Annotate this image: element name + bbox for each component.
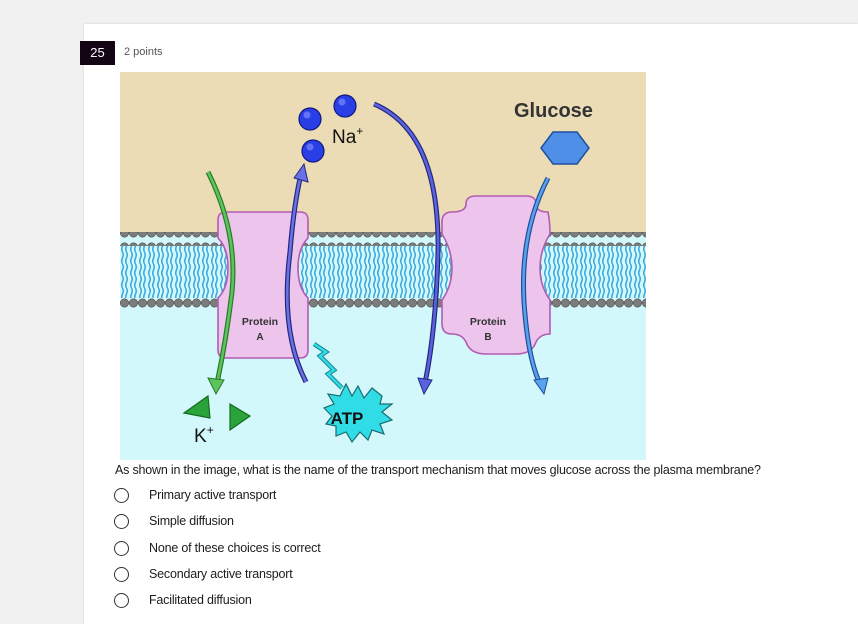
potassium-transport-arrow bbox=[205, 170, 236, 396]
sodium-export-arrow bbox=[284, 162, 309, 384]
radio-button[interactable] bbox=[114, 540, 129, 556]
option-label: Primary active transport bbox=[149, 488, 277, 502]
sodium-import-arrow bbox=[373, 101, 441, 396]
option-facilitated-diffusion[interactable]: Facilitated diffusion bbox=[114, 590, 252, 610]
protein-b-label-line1: Protein bbox=[470, 316, 506, 328]
sodium-ions bbox=[298, 94, 357, 163]
glucose-molecule-icon bbox=[540, 131, 590, 165]
question-number-badge: 25 bbox=[80, 41, 115, 65]
protein-a-label-line1: Protein bbox=[242, 316, 278, 328]
question-text: As shown in the image, what is the name … bbox=[115, 463, 761, 477]
radio-button[interactable] bbox=[114, 513, 129, 529]
cytoplasm-region bbox=[120, 312, 646, 460]
radio-button[interactable] bbox=[114, 487, 129, 503]
lipid-bilayer bbox=[120, 232, 646, 312]
option-primary-active-transport[interactable]: Primary active transport bbox=[114, 485, 276, 505]
atp-label: ATP bbox=[331, 409, 364, 428]
glucose-label: Glucose bbox=[514, 100, 593, 122]
protein-a-label-line2: A bbox=[256, 332, 263, 343]
option-label: Simple diffusion bbox=[149, 514, 234, 528]
protein-b-label-line2: B bbox=[484, 332, 491, 343]
radio-button[interactable] bbox=[114, 592, 129, 608]
sodium-label: Na+ bbox=[332, 124, 363, 148]
option-label: None of these choices is correct bbox=[149, 541, 321, 555]
option-label: Facilitated diffusion bbox=[149, 593, 252, 607]
atp-energy-icon: ATP bbox=[312, 342, 394, 444]
potassium-label: K+ bbox=[194, 423, 214, 447]
option-none-of-these[interactable]: None of these choices is correct bbox=[114, 538, 321, 558]
option-secondary-active-transport[interactable]: Secondary active transport bbox=[114, 564, 293, 584]
potassium-ions bbox=[182, 394, 252, 432]
option-simple-diffusion[interactable]: Simple diffusion bbox=[114, 511, 234, 531]
membrane-transport-figure: Protein A Protein B bbox=[120, 72, 646, 460]
glucose-transport-arrow bbox=[521, 176, 551, 396]
option-label: Secondary active transport bbox=[149, 567, 293, 581]
radio-button[interactable] bbox=[114, 566, 129, 582]
question-points: 2 points bbox=[124, 46, 163, 58]
protein-a: Protein A bbox=[217, 211, 309, 359]
